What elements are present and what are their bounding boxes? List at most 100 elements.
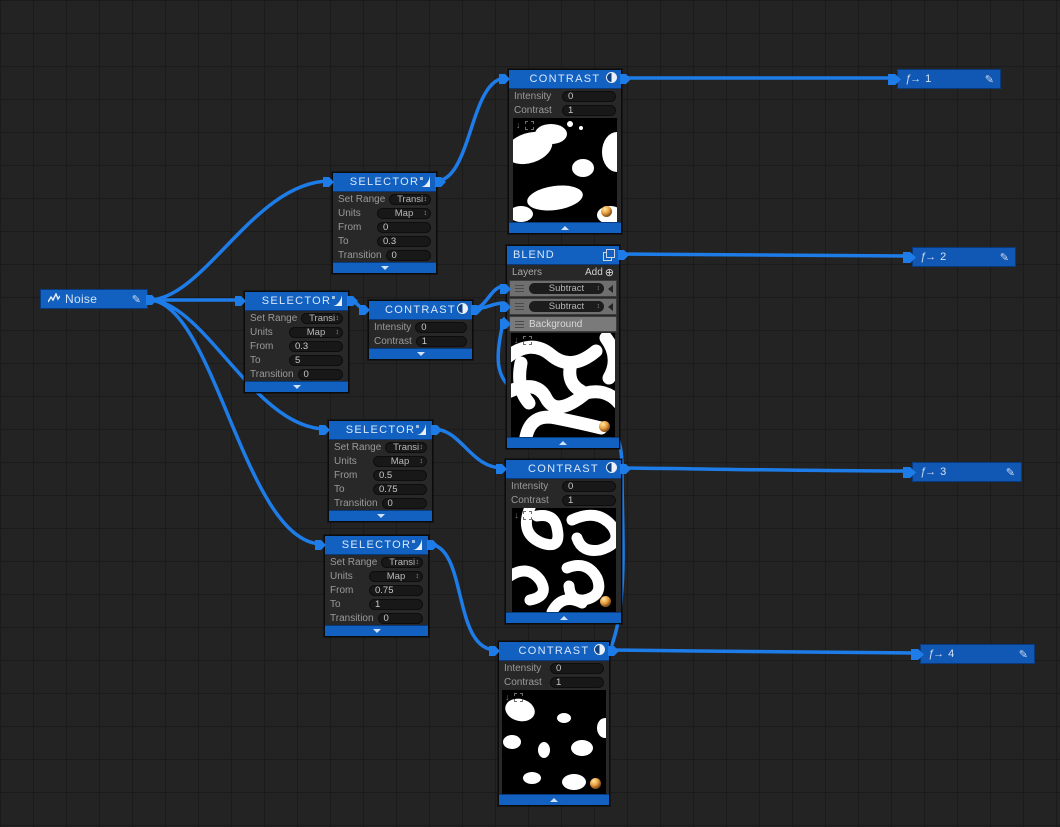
add-layer-button[interactable]: Add⊕ (584, 266, 614, 279)
layer-input-port[interactable] (500, 302, 511, 312)
input-port[interactable] (499, 74, 510, 84)
contrast-input[interactable]: 1 (562, 104, 616, 116)
input-port[interactable] (489, 646, 500, 656)
contrast-input[interactable]: 1 (562, 494, 616, 506)
node-titlebar[interactable]: SELECTOR (235, 292, 358, 311)
node-output-3[interactable]: ƒ→ 3 ✎ (903, 462, 1022, 482)
units-dropdown[interactable]: Map↕ (377, 207, 431, 219)
transition-input[interactable]: 0 (381, 497, 427, 509)
export-icon[interactable]: ↓ (514, 335, 519, 345)
output-port[interactable] (435, 177, 446, 187)
node-titlebar[interactable]: CONTRAST (496, 460, 631, 479)
set-range-dropdown[interactable]: Transi↕ (389, 193, 431, 205)
transition-input[interactable]: 0 (297, 368, 343, 380)
set-range-dropdown[interactable]: Transi↕ (381, 556, 423, 568)
output-port[interactable] (608, 646, 619, 656)
collapse-bar[interactable] (509, 222, 621, 233)
layer-collapse-icon[interactable] (608, 285, 613, 293)
drag-handle-icon[interactable] (515, 320, 524, 328)
pencil-icon[interactable]: ✎ (1018, 648, 1028, 661)
input-port[interactable] (315, 540, 326, 550)
export-icon[interactable]: ↓ (505, 692, 510, 702)
node-titlebar[interactable]: CONTRAST (489, 642, 619, 661)
set-range-dropdown[interactable]: Transi↕ (301, 312, 343, 324)
output-port[interactable] (347, 296, 358, 306)
input-port[interactable] (911, 649, 924, 660)
layer-input-port[interactable] (500, 284, 511, 294)
output-port[interactable] (427, 540, 438, 550)
pencil-icon[interactable]: ✎ (131, 293, 141, 306)
collapse-bar[interactable] (245, 381, 348, 392)
input-port[interactable] (319, 425, 330, 435)
pencil-icon[interactable]: ✎ (984, 73, 994, 86)
output-port[interactable] (431, 425, 442, 435)
drag-handle-icon[interactable] (515, 285, 524, 292)
input-port[interactable] (496, 464, 507, 474)
selection-icon[interactable] (523, 510, 532, 520)
node-output-2[interactable]: ƒ→ 2 ✎ (903, 247, 1016, 267)
from-input[interactable]: 0.3 (289, 340, 343, 352)
pencil-icon[interactable]: ✎ (999, 251, 1009, 264)
units-dropdown[interactable]: Map↕ (369, 570, 423, 582)
node-output-4[interactable]: ƒ→ 4 ✎ (911, 644, 1035, 664)
transition-input[interactable]: 0 (377, 612, 423, 624)
to-input[interactable]: 0.75 (373, 483, 427, 495)
export-icon[interactable]: ↓ (516, 120, 521, 130)
output-port[interactable] (471, 305, 482, 315)
export-icon[interactable]: ↓ (514, 510, 520, 520)
input-port[interactable] (359, 305, 370, 315)
layer-input-port[interactable] (500, 319, 511, 329)
transition-input[interactable]: 0 (385, 249, 431, 261)
output-port[interactable] (618, 250, 629, 260)
material-sphere-icon[interactable] (601, 206, 612, 217)
intensity-input[interactable]: 0 (415, 321, 467, 333)
intensity-input[interactable]: 0 (562, 480, 616, 492)
node-titlebar[interactable]: CONTRAST (499, 70, 631, 89)
selection-icon[interactable] (522, 335, 532, 345)
node-titlebar[interactable]: BLEND (507, 246, 629, 265)
to-input[interactable]: 1 (369, 598, 423, 610)
selection-icon[interactable] (524, 120, 534, 130)
input-port[interactable] (903, 252, 916, 263)
to-input[interactable]: 0.3 (377, 235, 431, 247)
intensity-input[interactable]: 0 (562, 90, 616, 102)
from-input[interactable]: 0.75 (369, 584, 423, 596)
node-titlebar[interactable]: CONTRAST (359, 301, 482, 320)
collapse-bar[interactable] (333, 262, 436, 273)
contrast-input[interactable]: 1 (415, 335, 467, 347)
output-port[interactable] (620, 74, 631, 84)
node-titlebar[interactable]: SELECTOR (323, 173, 446, 192)
drag-handle-icon[interactable] (515, 303, 524, 310)
to-input[interactable]: 5 (289, 354, 343, 366)
material-sphere-icon[interactable] (590, 778, 601, 789)
input-port[interactable] (235, 296, 246, 306)
from-input[interactable]: 0.5 (373, 469, 427, 481)
collapse-bar[interactable] (369, 348, 472, 359)
node-noise[interactable]: Noise ✎ (40, 289, 157, 309)
collapse-bar[interactable] (499, 794, 609, 805)
output-port[interactable] (620, 464, 631, 474)
node-titlebar[interactable]: SELECTOR (315, 536, 438, 555)
collapse-bar[interactable] (506, 612, 621, 623)
material-sphere-icon[interactable] (599, 421, 610, 432)
units-dropdown[interactable]: Map↕ (289, 326, 343, 338)
pencil-icon[interactable]: ✎ (1005, 466, 1015, 479)
input-port[interactable] (903, 467, 916, 478)
set-range-dropdown[interactable]: Transi↕ (385, 441, 427, 453)
units-dropdown[interactable]: Map↕ (373, 455, 427, 467)
selection-icon[interactable] (513, 692, 523, 702)
layer-collapse-icon[interactable] (608, 303, 613, 311)
blend-mode-dropdown[interactable]: Subtract↕ (529, 301, 604, 312)
node-output-1[interactable]: ƒ→ 1 ✎ (888, 69, 1001, 89)
intensity-input[interactable]: 0 (550, 662, 604, 674)
node-titlebar[interactable]: SELECTOR (319, 421, 442, 440)
input-port[interactable] (888, 74, 901, 85)
collapse-bar[interactable] (507, 437, 619, 448)
contrast-input[interactable]: 1 (550, 676, 604, 688)
from-input[interactable]: 0 (377, 221, 431, 233)
collapse-bar[interactable] (325, 625, 428, 636)
blend-mode-dropdown[interactable]: Subtract↕ (529, 283, 604, 294)
collapse-bar[interactable] (329, 510, 432, 521)
material-sphere-icon[interactable] (599, 596, 611, 607)
